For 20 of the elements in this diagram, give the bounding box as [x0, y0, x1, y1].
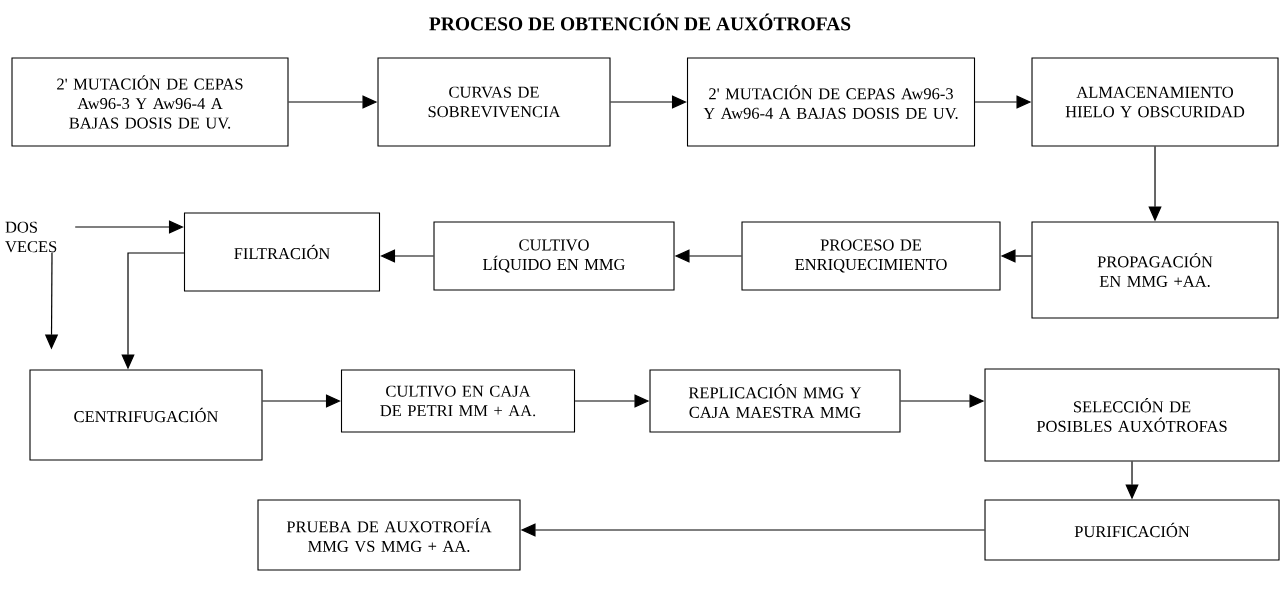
- process-box: PRUEBA DE AUXOTROFÍA MMG VS MMG + AA.: [257, 499, 521, 571]
- arrow: [261, 394, 341, 408]
- process-box: CULTIVO EN CAJA DE PETRI MM + AA.: [340, 369, 576, 433]
- process-box: FILTRACIÓN: [183, 212, 381, 292]
- arrow: [74, 220, 184, 234]
- process-box: REPLICACIÓN MMG Y CAJA MAESTRA MMG: [649, 369, 901, 433]
- arrow: [380, 249, 435, 263]
- process-box: PURIFICACIÓN: [984, 499, 1280, 561]
- process-box: CURVAS DE SOBREVIVENCIA: [377, 57, 611, 147]
- side-note: DOS VECES: [5, 221, 57, 253]
- process-box: PROPAGACIÓN EN MMG +AA.: [1031, 221, 1279, 319]
- process-box: 2' MUTACIÓN DE CEPAS Aw96-3 Y Aw96-4 A BAJAS DOSIS DE UV.: [686, 57, 976, 147]
- title: PROCESO DE OBTENCIÓN DE AUXÓTROFAS: [429, 13, 851, 31]
- arrow: [609, 95, 687, 109]
- process-box: ALMACENAMIENTO HIELO Y OBSCURIDAD: [1031, 57, 1279, 147]
- process-box: PROCESO DE ENRIQUECIMIENTO: [741, 221, 1001, 291]
- process-box: SELECCIÓN DE POSIBLES AUXÓTROFAS: [984, 368, 1280, 462]
- process-box: CULTIVO LÍQUIDO EN MMG: [433, 221, 675, 291]
- process-box: 2' MUTACIÓN DE CEPAS Aw96-3 Y Aw96-4 A BAJAS DOSIS DE UV.: [11, 57, 289, 147]
- process-box: CENTRIFUGACIÓN: [29, 369, 263, 461]
